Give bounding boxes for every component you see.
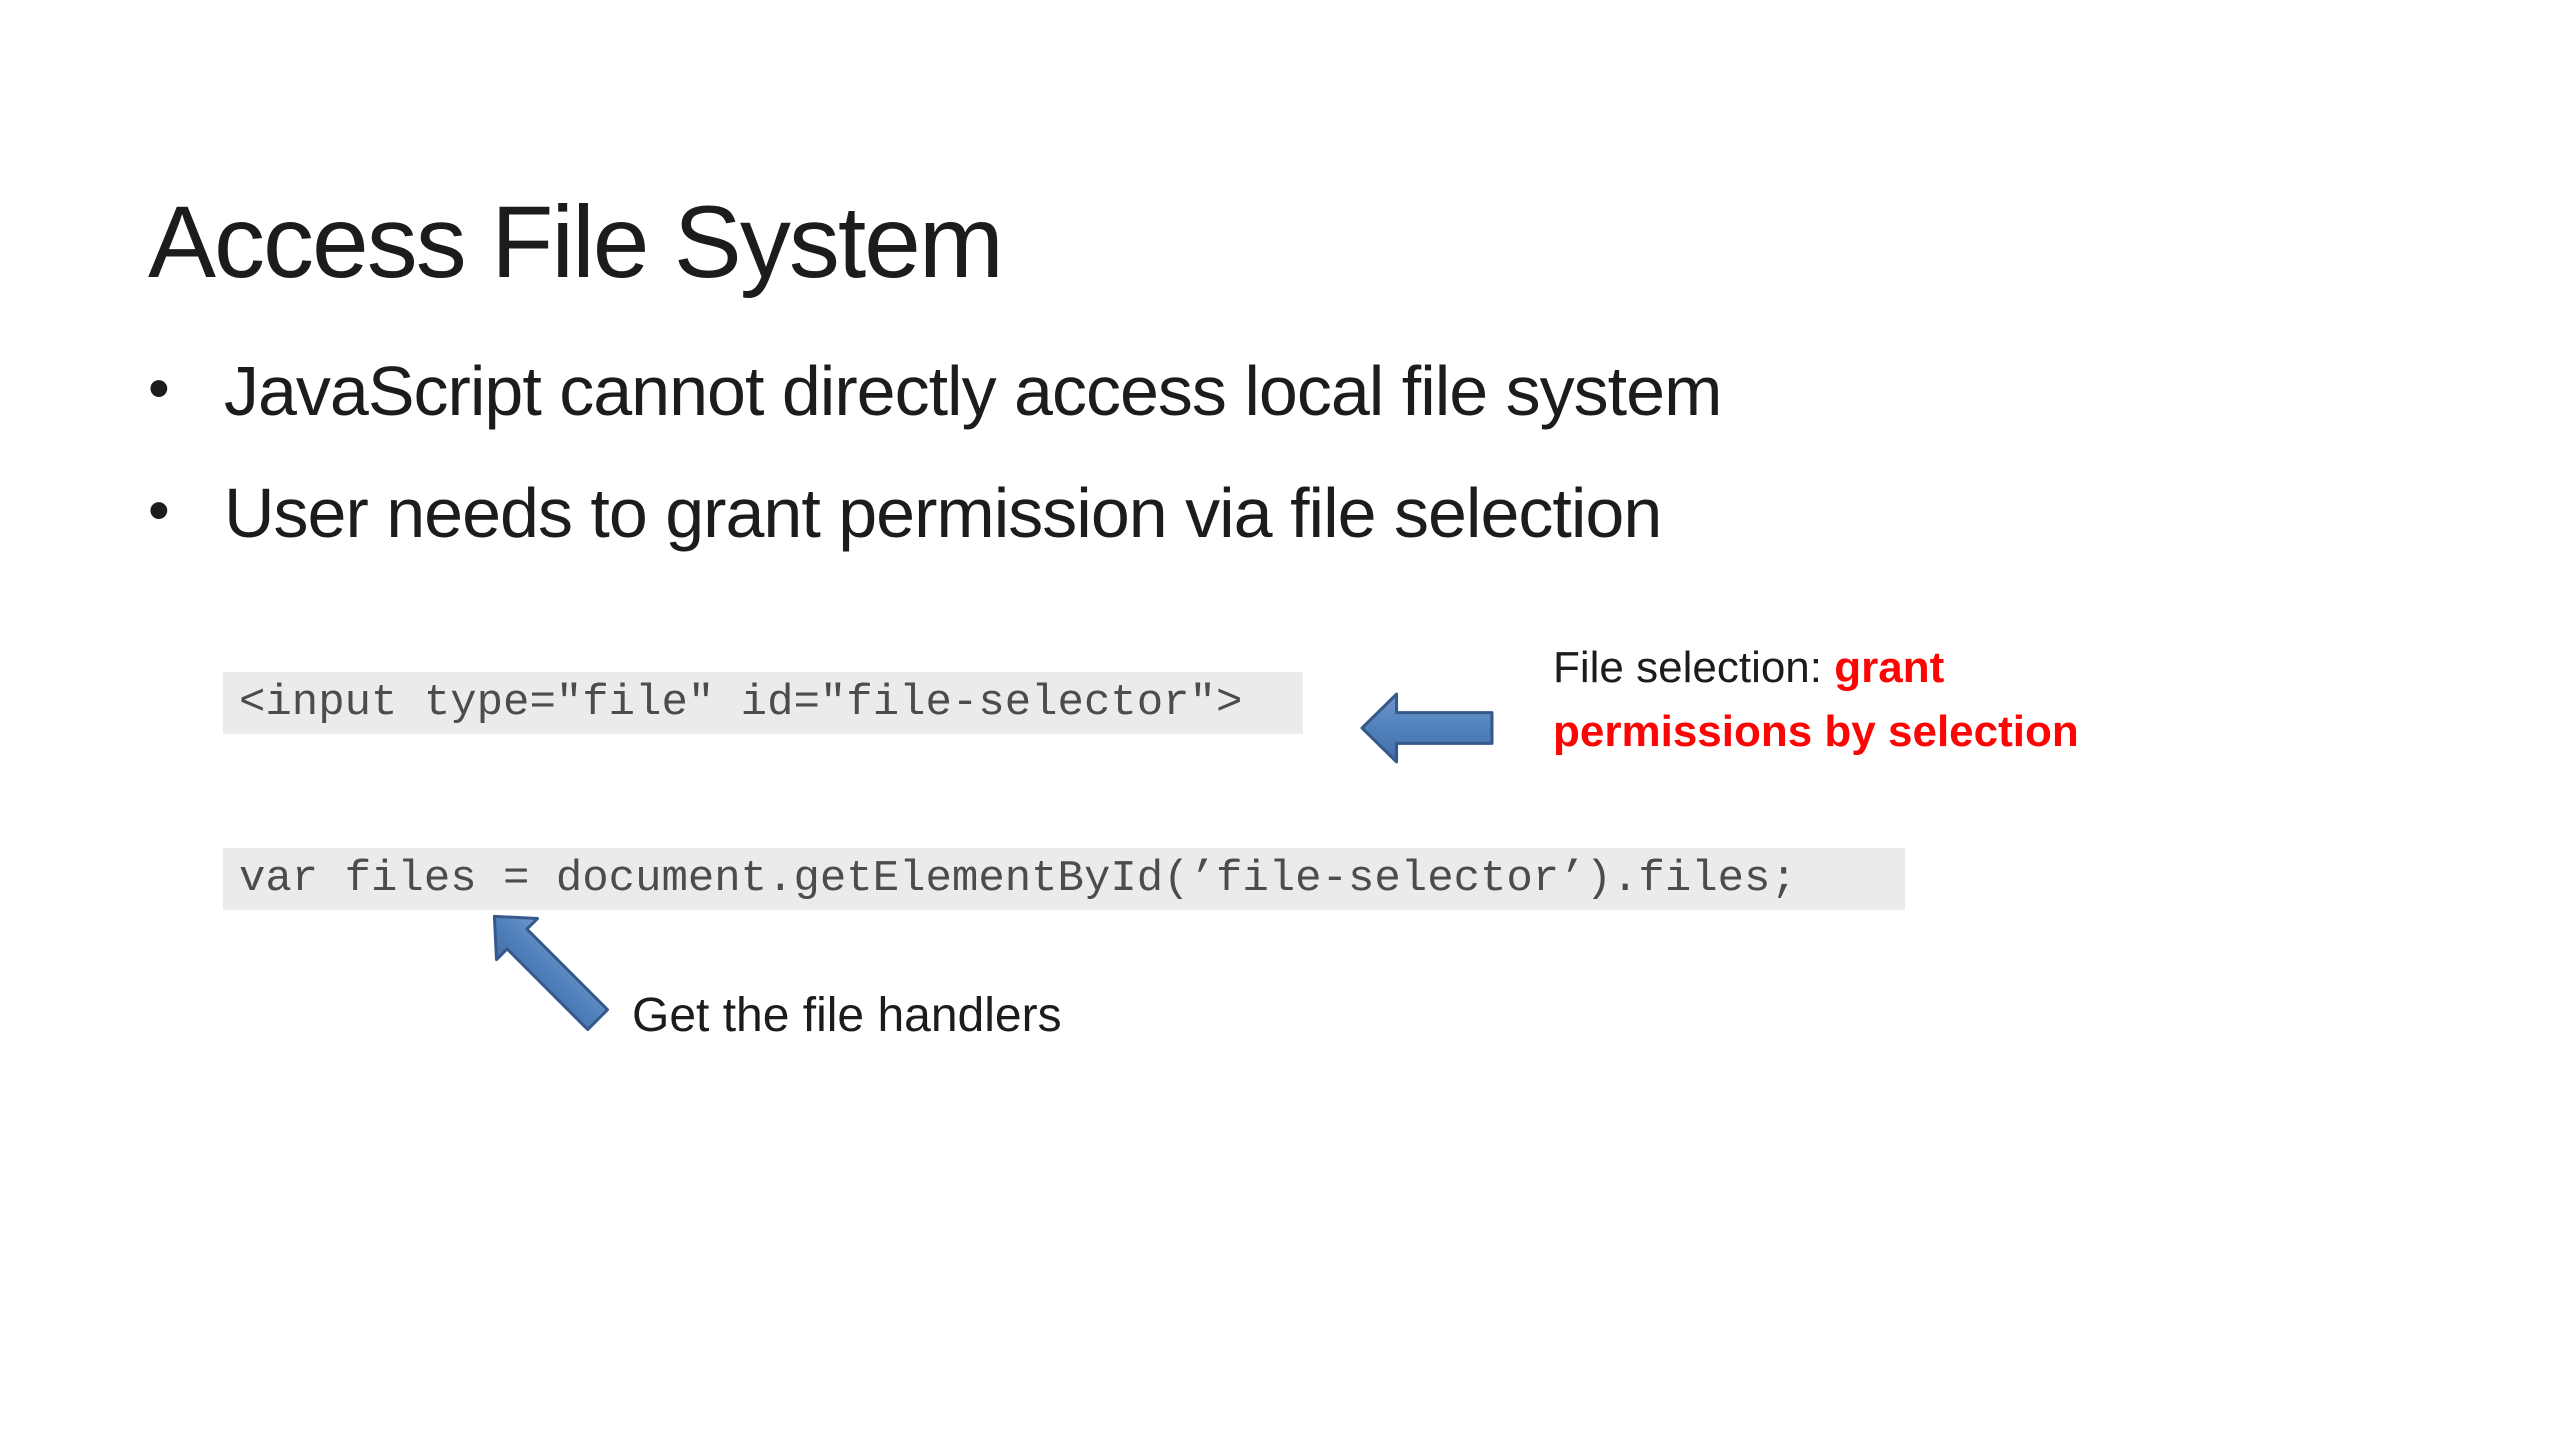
selection-annotation: File selection: grant permissions by sel… <box>1553 636 2173 764</box>
bullet-list: JavaScript cannot directly access local … <box>148 350 1722 596</box>
bullet-item: JavaScript cannot directly access local … <box>148 350 1722 430</box>
block-arrow-up-left-icon <box>470 892 623 1045</box>
selection-annotation-highlight-text: permissions by selection <box>1553 707 2079 756</box>
block-arrow-left-icon <box>1360 689 1494 767</box>
selection-annotation-line-1: File selection: grant <box>1553 636 2173 700</box>
selection-annotation-plain-text: File selection: <box>1553 643 1835 692</box>
selection-annotation-highlight-text: grant <box>1834 643 1945 692</box>
page-title: Access File System <box>148 185 1004 300</box>
bullet-item: User needs to grant permission via file … <box>148 472 1721 552</box>
code-snippet-get-files: var files = document.getElementById(’fil… <box>223 848 1905 910</box>
selection-annotation-line-2: permissions by selection <box>1553 700 2173 764</box>
file-handlers-annotation: Get the file handlers <box>632 989 1062 1042</box>
code-snippet-input-file: <input type="file" id="file-selector"> <box>223 672 1303 734</box>
